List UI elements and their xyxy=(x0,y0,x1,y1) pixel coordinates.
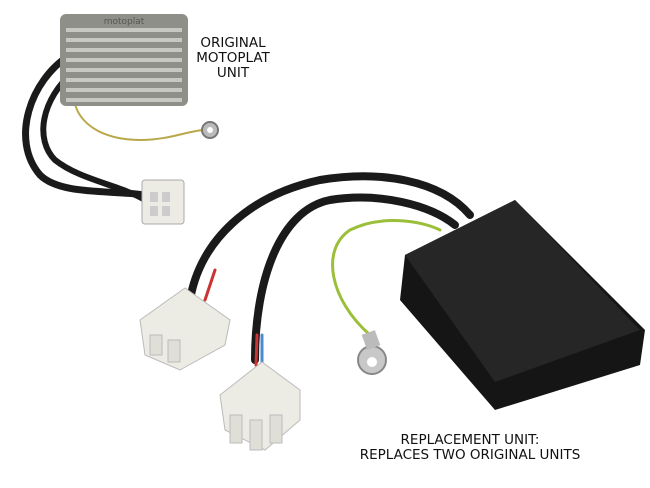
original-connector xyxy=(141,179,185,225)
replacement-connector-1 xyxy=(139,287,231,371)
original-regulator-unit: motoplat xyxy=(60,14,188,106)
replacement-unit-label: REPLACEMENT UNIT: REPLACES TWO ORIGINAL … xyxy=(359,432,581,463)
replacement-ring-terminal xyxy=(357,330,387,375)
svg-text:motoplat: motoplat xyxy=(104,17,145,27)
replacement-unit-cables xyxy=(186,172,474,367)
replacement-connector-2 xyxy=(219,361,301,451)
original-unit-label: ORIGINAL MOTOPLAT UNIT xyxy=(196,35,270,81)
replacement-regulator-box xyxy=(400,200,645,410)
